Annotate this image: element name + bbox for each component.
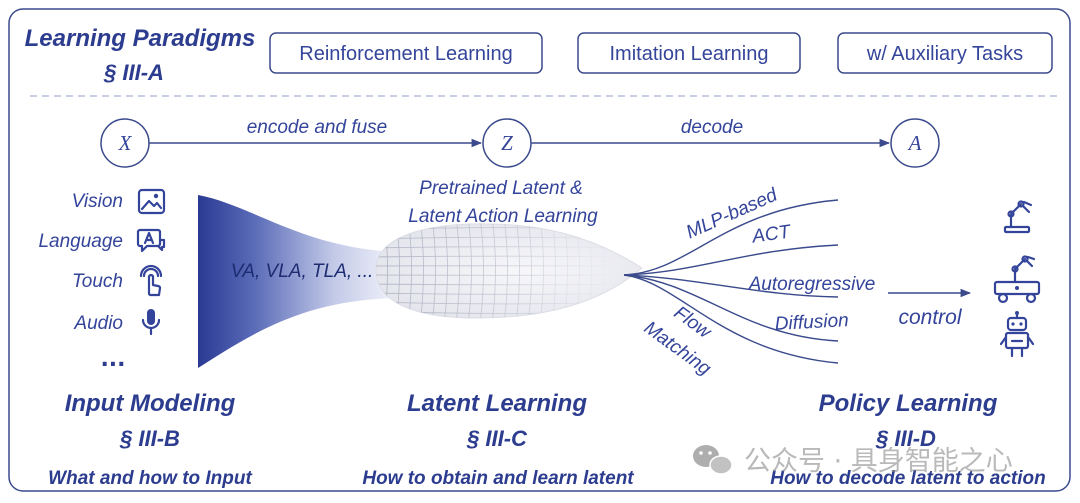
modality-label-language: Language (38, 231, 123, 252)
watermark-text: 公众号 · 具身智能之心 (744, 446, 1013, 477)
image-icon (137, 188, 166, 215)
robot-arm-icon (1003, 200, 1033, 234)
latent-space-blob (375, 223, 643, 319)
section-ref-input: § III-B (119, 426, 180, 451)
paradigms-ref: § III-A (103, 60, 164, 85)
section-title-policy: Policy Learning (819, 390, 998, 417)
language-chat-icon (136, 228, 166, 253)
node-x-label: X (118, 131, 133, 155)
branch-diffusion (623, 274, 839, 342)
watermark: 公众号 · 具身智能之心 (693, 445, 1013, 477)
section-caption-latent: How to obtain and learn latent (362, 468, 634, 489)
latent-caption-line2: Latent Action Learning (408, 206, 598, 227)
section-ref-latent: § III-C (466, 426, 528, 451)
modality-label-vision: Vision (72, 191, 123, 212)
node-a-circle (890, 118, 940, 168)
modality-label-touch: Touch (72, 271, 123, 292)
modality-label-audio: Audio (73, 313, 123, 334)
section-title-input: Input Modeling (65, 390, 236, 417)
node-a-label: A (907, 131, 922, 155)
section-caption-policy: How to decode latent to action (770, 468, 1046, 489)
branch-mlp (623, 199, 839, 276)
node-z-label: Z (501, 131, 513, 155)
learning-paradigms-block: Learning Paradigms § III-A Reinforcement… (25, 25, 1053, 85)
section-caption-input: What and how to Input (48, 468, 252, 489)
wechat-logo-icon (693, 445, 733, 475)
decoder-label-autoregressive: Autoregressive (748, 274, 876, 295)
control-label: control (898, 306, 962, 329)
paradigm-box-rl (269, 32, 543, 74)
node-z-circle (482, 118, 532, 168)
encode-label: encode and fuse (247, 117, 388, 138)
input-fusion-funnel (198, 195, 398, 368)
paradigm-box-aux (837, 32, 1053, 74)
latent-caption-line1: Pretrained Latent & (419, 178, 583, 199)
section-policy-learning: Policy Learning § III-D How to decode la… (770, 390, 1046, 489)
input-modalities: Vision Language Touch Audio ... (38, 188, 166, 372)
branch-act (623, 244, 839, 276)
pipeline: encode and fuse decode X Z A (100, 117, 940, 168)
section-ref-policy: § III-D (875, 426, 936, 451)
more-modalities-ellipsis: ... (100, 347, 125, 372)
branch-flow-matching (623, 274, 839, 364)
decoder-label-diffusion: Diffusion (774, 310, 849, 335)
node-x-circle (100, 118, 150, 168)
paradigm-label-rl: Reinforcement Learning (299, 43, 512, 65)
decode-label: decode (681, 117, 743, 138)
paradigm-box-il (577, 32, 801, 74)
section-title-latent: Latent Learning (407, 390, 587, 417)
mobile-manipulator-icon (993, 255, 1041, 304)
funnel-label: VA, VLA, TLA, ... (231, 261, 374, 282)
microphone-icon (141, 309, 161, 336)
section-input-modeling: Input Modeling § III-B What and how to I… (48, 390, 252, 489)
paradigm-label-il: Imitation Learning (610, 43, 769, 65)
section-latent-learning: Latent Learning § III-C How to obtain an… (362, 390, 634, 489)
latent-mesh-line (375, 283, 641, 286)
latent-mesh-line (375, 255, 641, 258)
branch-autoregressive (623, 274, 839, 298)
paradigms-title: Learning Paradigms (25, 25, 256, 52)
touch-icon (139, 264, 163, 297)
paradigm-label-aux: w/ Auxiliary Tasks (866, 43, 1023, 65)
humanoid-robot-icon (999, 311, 1035, 358)
